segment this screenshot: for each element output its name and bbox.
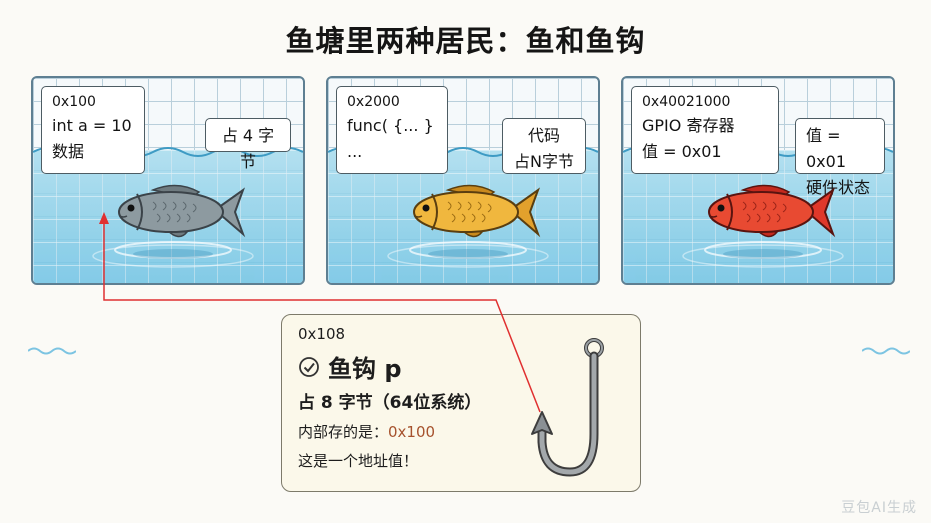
memory-info-card: 0x40021000 GPIO 寄存器 值 = 0x01: [631, 86, 779, 174]
watermark: 豆包AI生成: [841, 500, 917, 516]
gray-fish-icon: [118, 184, 246, 238]
size-kind-label: 代码: [527, 126, 560, 145]
hook-content-prefix: 内部存的是：: [298, 423, 389, 441]
hook-content-value: 0x100: [388, 423, 436, 441]
hook-note: 这是一个地址值！: [298, 452, 419, 470]
size-tag: 占 4 字节: [205, 118, 291, 171]
check-circle-icon: [299, 356, 319, 377]
hook-name: 鱼钩 p: [328, 355, 402, 383]
declaration-text: func( {... }: [347, 116, 434, 135]
kind-label: ...: [347, 142, 363, 161]
pond-code: 0x2000 func( {... } ... 代码 占N字节: [326, 76, 600, 285]
fish-hook-icon: [531, 338, 604, 477]
hook-size: 占 8 字节（64位系统）: [298, 393, 482, 413]
address-label: 0x40021000: [642, 94, 731, 110]
memory-info-card: 0x100 int a = 10 数据: [41, 86, 145, 174]
state-tag: 值 = 0x01 硬件状态: [795, 118, 885, 197]
address-label: 0x2000: [347, 94, 400, 110]
declaration-text: GPIO 寄存器: [642, 116, 735, 135]
yellow-fish-icon: [413, 184, 541, 238]
declaration-text: int a = 10: [52, 116, 132, 135]
hook-content-line: 内部存的是：0x100: [298, 421, 624, 442]
memory-info-card: 0x2000 func( {... } ...: [336, 86, 448, 174]
kind-label: 数据: [52, 142, 85, 161]
size-label: 占 4 字节: [221, 126, 275, 171]
hook-address: 0x108: [298, 325, 346, 343]
address-label: 0x100: [52, 94, 96, 110]
wave-decoration: [28, 347, 76, 355]
value-label: 值 = 0x01: [806, 126, 847, 171]
pond-register: 0x40021000 GPIO 寄存器 值 = 0x01 值 = 0x01 硬件…: [621, 76, 895, 285]
red-fish-icon: [708, 184, 836, 238]
kind-label: 值 = 0x01: [642, 142, 722, 161]
size-tag: 代码 占N字节: [502, 118, 586, 174]
size-label: 占N字节: [514, 152, 574, 171]
hook-name-row: 鱼钩 p: [298, 349, 624, 384]
pond-data: 0x100 int a = 10 数据 占 4 字节: [31, 76, 305, 285]
hook-pointer-card: 0x108 鱼钩 p 占 8 字节（64位系统） 内部存的是：0x100 这是一…: [281, 314, 641, 492]
state-label: 硬件状态: [806, 178, 871, 197]
wave-decoration: [862, 347, 910, 355]
diagram-title: 鱼塘里两种居民：鱼和鱼钩: [285, 24, 646, 58]
